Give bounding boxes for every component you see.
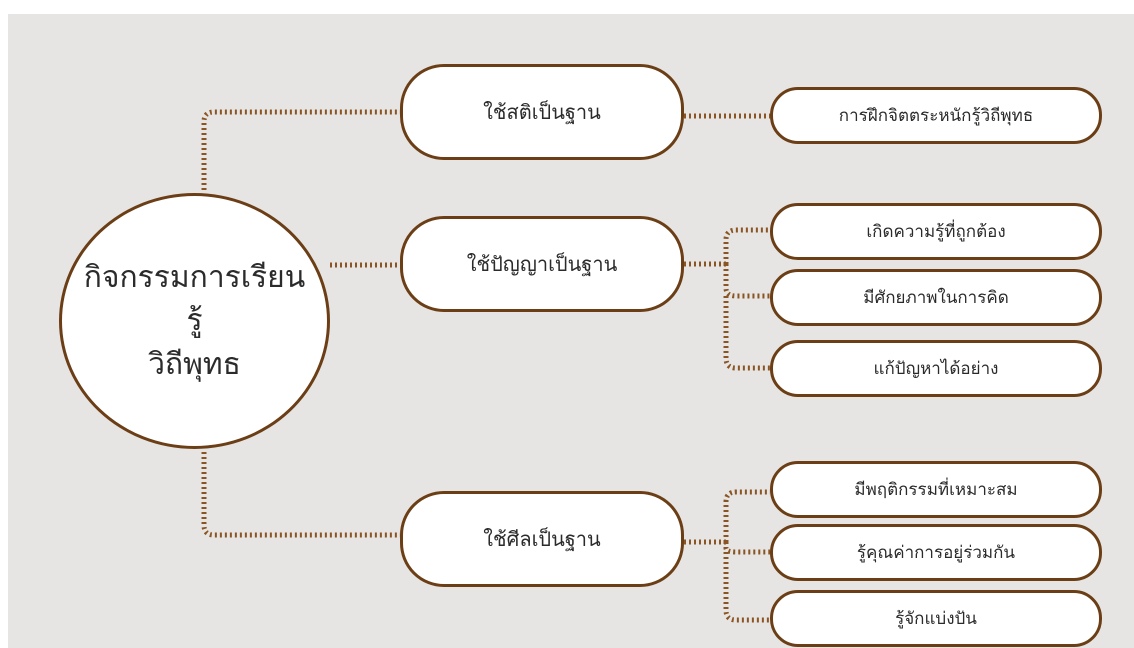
leaf-label: การฝึกจิตตระหนักรู้วิถีพุทธ [838,106,1034,126]
leaf-node-2-2: มีศักยภาพในการคิด [770,269,1102,326]
branch-node-1: ใช้สติเป็นฐาน [400,64,684,160]
leaf-label: แก้ปัญหาได้อย่าง [873,359,999,379]
connector-branch-2-leaf-3 [723,296,770,371]
leaf-label: เกิดความรู้ที่ถูกต้อง [866,222,1006,242]
branch-label: ใช้สติเป็นฐาน [483,100,601,124]
root-label: กิจกรรมการเรียนรู้ วิถีพุทธ [83,259,306,382]
connector-branch-3-leaf-2 [723,542,770,555]
connector-root-branch-3 [201,452,400,538]
branch-node-3: ใช้ศีลเป็นฐาน [400,491,684,587]
branch-label: ใช้ศีลเป็นฐาน [483,527,601,551]
leaf-label: รู้จักแบ่งปัน [895,609,977,629]
connector-branch-2-leaf-1 [723,227,770,264]
leaf-label: รู้คุณค่าการอยู่ร่วมกัน [856,543,1016,563]
connector-branch-3-leaf-3 [723,552,770,623]
leaf-node-2-1: เกิดความรู้ที่ถูกต้อง [770,203,1102,260]
connector-branch-3-leaf-1 [723,489,770,542]
branch-node-2: ใช้ปัญญาเป็นฐาน [400,216,684,312]
root-node: กิจกรรมการเรียนรู้ วิถีพุทธ [59,193,330,449]
branch-label: ใช้ปัญญาเป็นฐาน [466,252,618,276]
connector-branch-2-leaf-2 [723,264,770,299]
connector-root-branch-1 [201,109,400,190]
leaf-node-2-3: แก้ปัญหาได้อย่าง [770,340,1102,397]
leaf-label: มีพฤติกรรมที่เหมาะสม [854,480,1018,500]
leaf-node-3-2: รู้คุณค่าการอยู่ร่วมกัน [770,524,1102,581]
leaf-label: มีศักยภาพในการคิด [863,288,1009,308]
leaf-node-3-1: มีพฤติกรรมที่เหมาะสม [770,461,1102,518]
leaf-node-3-3: รู้จักแบ่งปัน [770,590,1102,647]
leaf-node-1-1: การฝึกจิตตระหนักรู้วิถีพุทธ [770,87,1102,144]
